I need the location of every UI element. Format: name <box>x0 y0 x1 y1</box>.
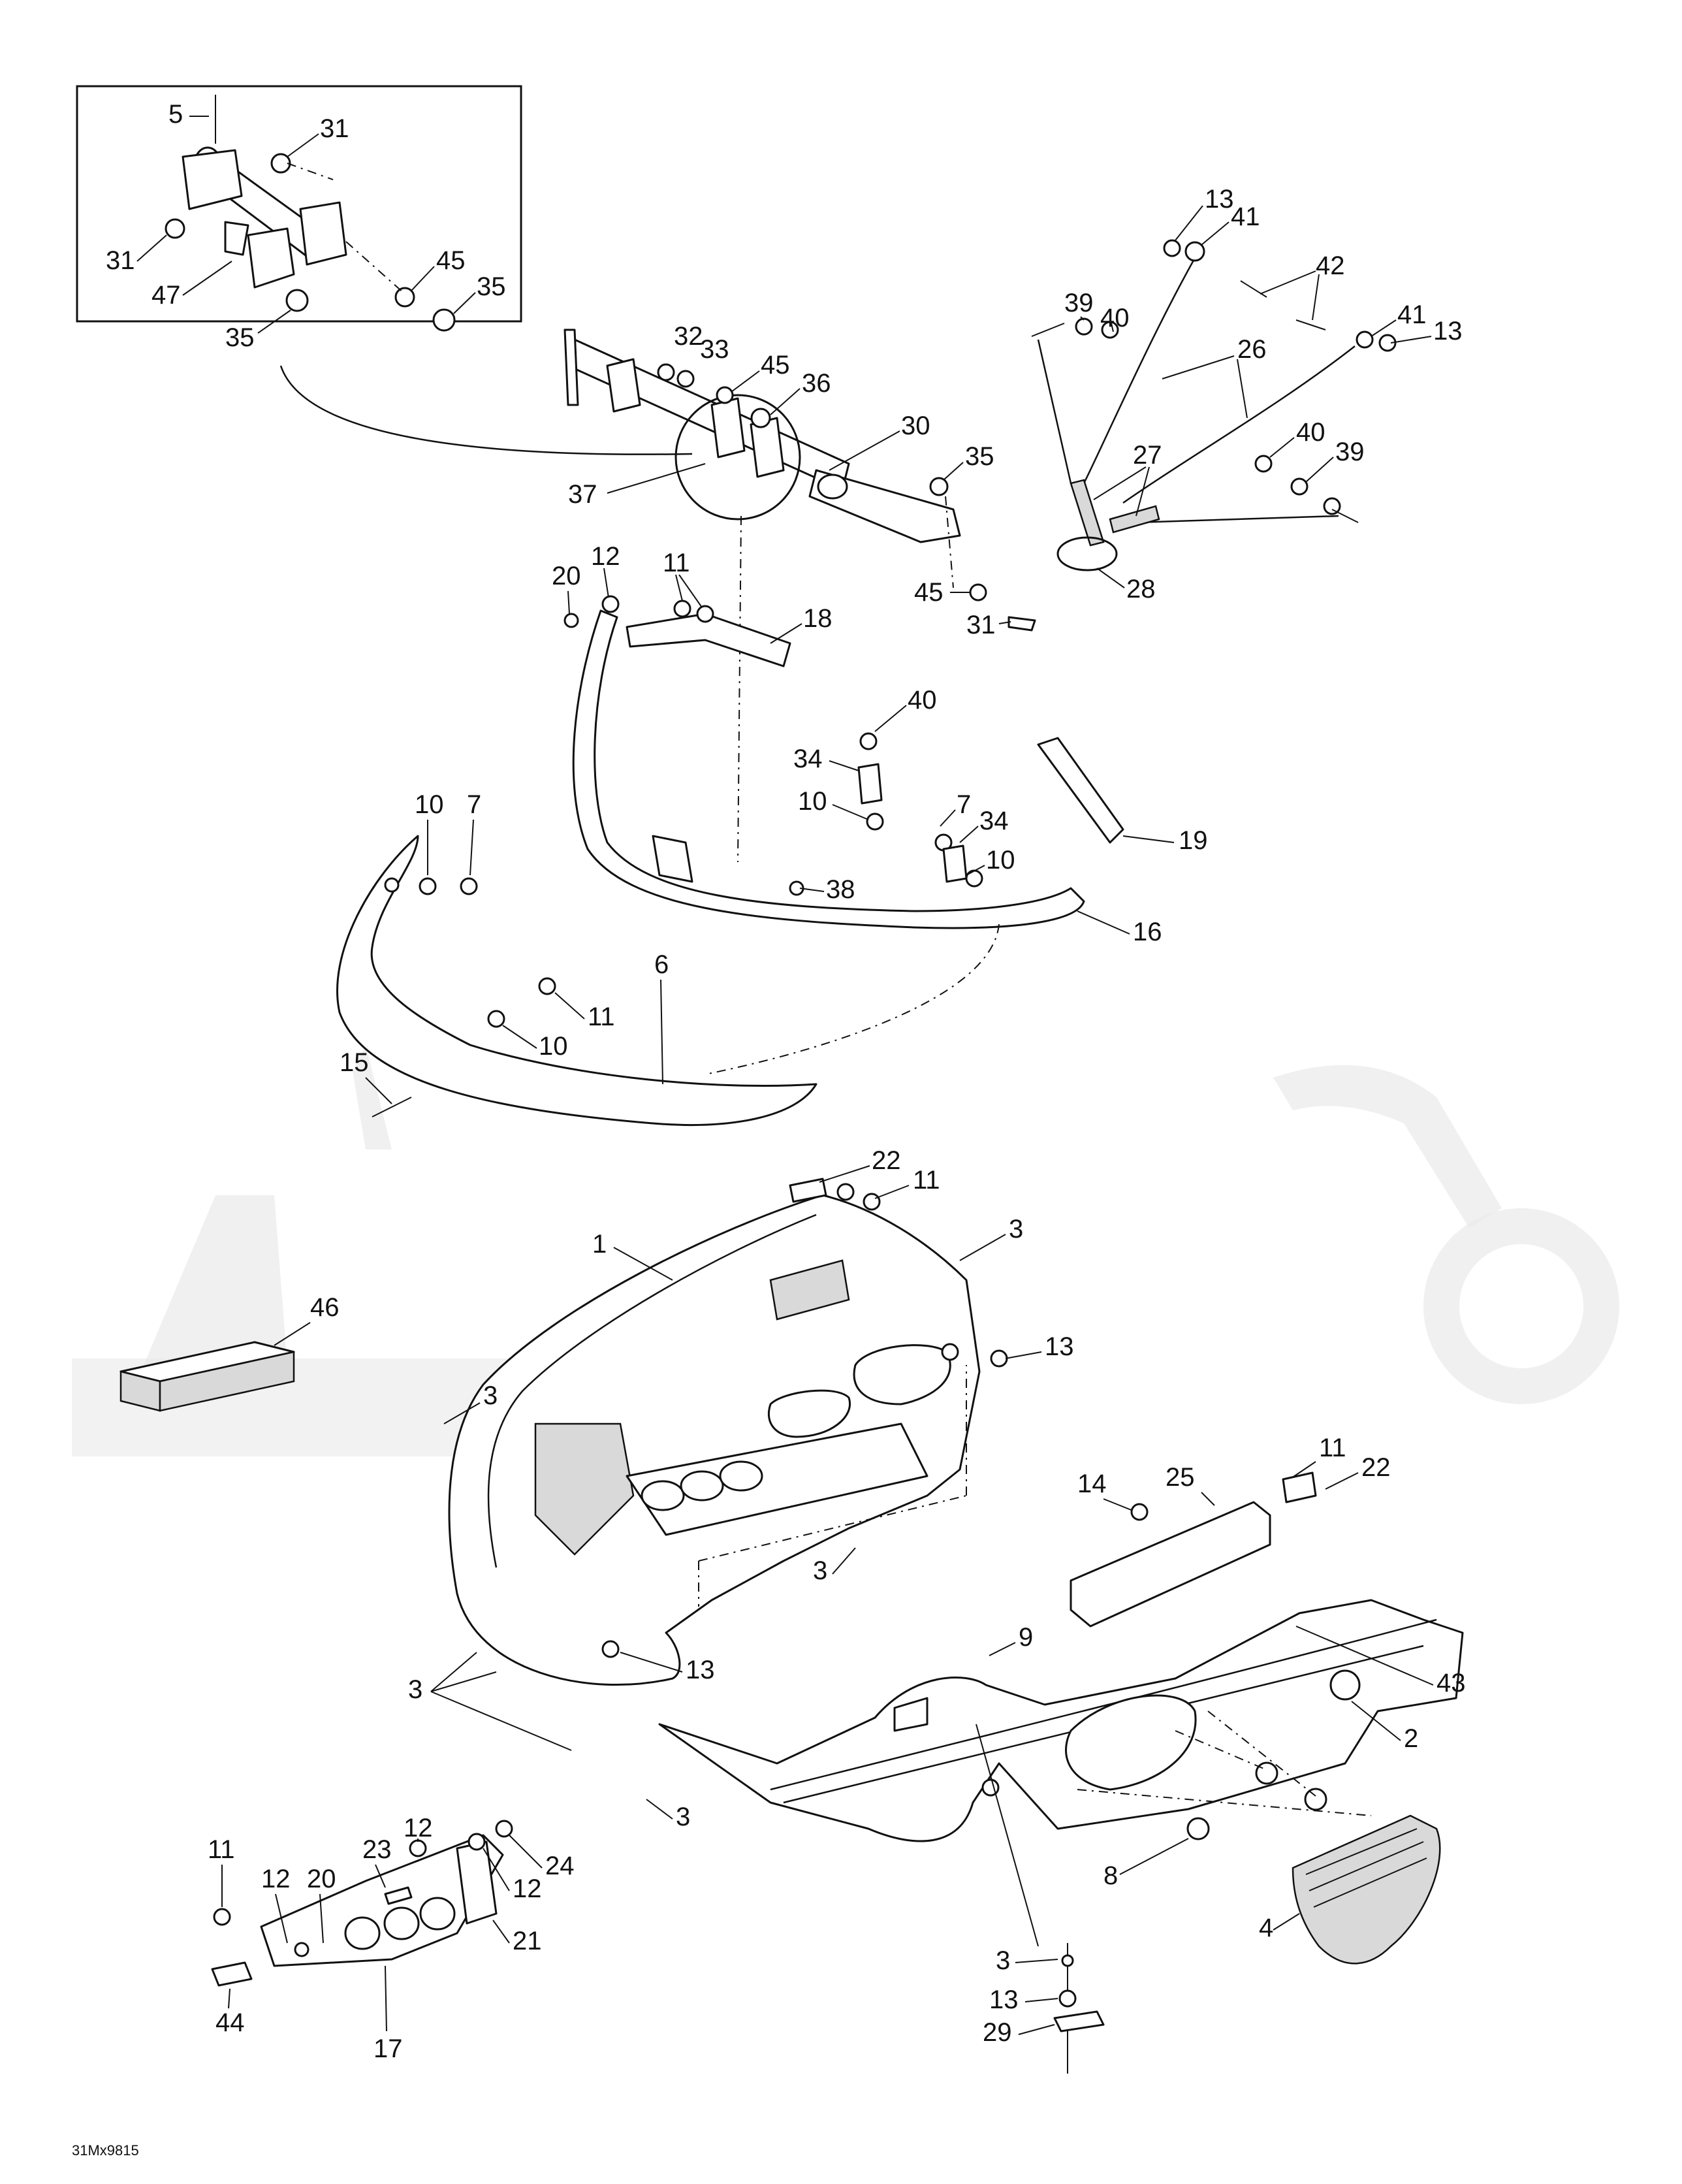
callout-1: 1 <box>592 1230 607 1259</box>
detail-circle <box>674 394 801 521</box>
callout-3-lower-mid: 3 <box>676 1803 690 1831</box>
callout-25: 25 <box>1166 1463 1195 1492</box>
inset-connector <box>279 365 693 455</box>
callout-13-upper-right: 13 <box>1045 1332 1074 1361</box>
callout-16: 16 <box>1133 918 1162 946</box>
callout-30: 30 <box>901 411 930 440</box>
callout-24: 24 <box>545 1852 575 1880</box>
callout-3-lower-left: 3 <box>408 1675 422 1704</box>
callout-10-left-top: 10 <box>415 790 444 819</box>
callout-40-top: 40 <box>1100 304 1130 332</box>
callout-21: 21 <box>513 1927 542 1955</box>
callout-13-top-left: 13 <box>1205 185 1234 214</box>
callout-10-right: 10 <box>986 846 1015 875</box>
callout-2: 2 <box>1404 1724 1418 1753</box>
callout-11-top: 11 <box>913 1166 940 1195</box>
callout-7-right: 7 <box>957 790 971 819</box>
callout-36: 36 <box>802 369 831 398</box>
callout-31-inset-top: 31 <box>320 114 349 143</box>
callout-4: 4 <box>1259 1914 1273 1942</box>
callout-44: 44 <box>215 2008 245 2037</box>
callout-22-top: 22 <box>872 1146 901 1175</box>
callout-34-right: 34 <box>979 807 1009 835</box>
callout-40-bumper: 40 <box>908 686 937 715</box>
callout-33: 33 <box>700 335 729 364</box>
callout-20-bottom: 20 <box>307 1865 336 1893</box>
callout-12-bottom-left: 12 <box>261 1865 291 1893</box>
cover-4 <box>1077 1710 1441 1965</box>
callout-41-top-left: 41 <box>1231 202 1260 231</box>
fastener-stack <box>976 1724 1105 2074</box>
cable-assembly <box>1031 239 1397 571</box>
panel-25 <box>1070 1471 1317 1628</box>
callout-39-top: 39 <box>1064 289 1094 317</box>
bracket-17 <box>211 1820 513 1987</box>
callout-10-mid: 10 <box>798 787 827 816</box>
callout-18: 18 <box>803 604 833 633</box>
callout-26: 26 <box>1237 335 1267 364</box>
callout-11-bottom-left: 11 <box>208 1835 235 1864</box>
callout-5: 5 <box>168 100 183 129</box>
callout-45-lower: 45 <box>914 578 944 607</box>
callout-34-left: 34 <box>793 745 823 773</box>
callout-35-inset-left: 35 <box>225 323 255 352</box>
callout-39-mid: 39 <box>1335 438 1365 466</box>
belly-pan-2 <box>658 1599 1464 1842</box>
callout-9: 9 <box>1019 1623 1033 1652</box>
callout-10-left: 10 <box>539 1032 568 1061</box>
callout-47: 47 <box>151 281 181 310</box>
callout-42: 42 <box>1316 251 1345 280</box>
callout-15: 15 <box>340 1048 369 1077</box>
ring-28 <box>1056 536 1118 571</box>
callout-3-bottom: 3 <box>996 1946 1010 1975</box>
callout-46: 46 <box>310 1293 340 1322</box>
callout-23: 23 <box>362 1835 392 1864</box>
callout-19: 19 <box>1179 826 1208 855</box>
callout-12-bottom-mid: 12 <box>404 1814 433 1842</box>
callout-31-inset-left: 31 <box>106 246 135 275</box>
callout-17: 17 <box>373 2034 403 2063</box>
inset-detail: 5 31 31 47 45 35 35 <box>76 85 522 352</box>
callout-32: 32 <box>674 322 703 351</box>
callout-14: 14 <box>1077 1469 1107 1498</box>
callout-41-right: 41 <box>1397 300 1427 329</box>
callout-40-mid: 40 <box>1296 418 1325 447</box>
front-bumper-16 <box>563 595 1124 929</box>
bottom-pan-1 <box>448 1178 1008 1686</box>
inset-frame <box>76 85 522 323</box>
callout-11-mid: 11 <box>588 1003 615 1031</box>
callout-12-bottom-right: 12 <box>513 1874 542 1903</box>
callout-12-upper: 12 <box>591 542 620 571</box>
steering-support-assembly <box>563 329 1036 863</box>
callout-20-upper: 20 <box>552 562 581 590</box>
callout-7-left: 7 <box>467 790 481 819</box>
callout-37: 37 <box>568 480 597 509</box>
callout-29: 29 <box>983 2018 1012 2047</box>
callout-8: 8 <box>1103 1861 1118 1890</box>
callout-11-upper: 11 <box>663 549 690 577</box>
bumper-cover-6 <box>336 835 817 1126</box>
callout-13-bottom: 13 <box>989 1985 1019 2014</box>
callout-38: 38 <box>826 875 855 904</box>
callout-27: 27 <box>1133 441 1162 470</box>
callout-13-right: 13 <box>1433 317 1463 345</box>
callout-13-mid: 13 <box>686 1656 715 1684</box>
callout-6: 6 <box>654 950 669 979</box>
callout-31-lower: 31 <box>966 611 996 639</box>
diagram-code: 31Mx9815 <box>72 2142 139 2159</box>
callout-3-upper-left: 3 <box>483 1381 498 1410</box>
callout-43: 43 <box>1436 1669 1466 1697</box>
callout-45-inset: 45 <box>436 246 466 275</box>
pad-46 <box>119 1341 295 1412</box>
callout-45-upper: 45 <box>761 351 790 379</box>
callout-3-mid: 3 <box>813 1556 827 1585</box>
callout-35-inset-right: 35 <box>477 272 506 301</box>
callout-22-right: 22 <box>1361 1453 1391 1482</box>
callout-11-right: 11 <box>1319 1434 1346 1462</box>
callout-3-upper-right: 3 <box>1009 1215 1023 1244</box>
callout-35-right: 35 <box>965 442 994 471</box>
callout-28: 28 <box>1126 575 1156 603</box>
